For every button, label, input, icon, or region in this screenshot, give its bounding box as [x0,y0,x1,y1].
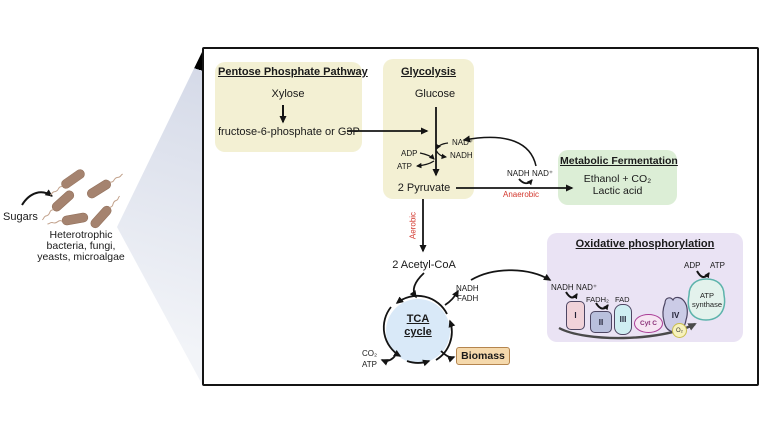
bacteria-illustration [41,169,123,229]
tca-arc-top [395,294,448,315]
ppp-substrate: Xylose [271,88,305,100]
anaerobic-label: Anaerobic [503,190,540,199]
fermentation-product2: Lactic acid [592,185,643,197]
acetyl-coa-label: 2 Acetyl-CoA [392,259,456,271]
oxphos-title: Oxidative phosphorylation [575,238,715,250]
arrow-acetylcoa-to-tca [409,272,425,299]
arrow-tca-to-oxphos [470,269,552,281]
tca-co2-label: CO₂ [362,349,378,358]
tca-arc-left [382,306,402,357]
tca-cycle-label: TCA cycle [404,313,432,338]
tca-arc-right [435,319,456,361]
oxygen-molecule: O₂ [672,323,687,338]
arrow-nad-regeneration [462,135,537,167]
arrow-adp-in [419,152,435,160]
glycolysis-nadh-label: NADH [450,151,473,160]
arrow-tca-to-biomass [440,350,456,363]
fermentation-nad-label: NAD⁺ [532,169,554,178]
arrow-nad-in [435,142,449,150]
complex1: I [566,301,585,330]
complex2: II [590,311,612,333]
fermentation-product1: Ethanol + CO₂ [583,173,652,185]
arrow-tca-to-nadh-fadh [444,289,459,306]
arrow-complex2-fadh2-to-fad [595,302,609,311]
arrow-adp-to-atp [696,270,710,279]
oxphos-atp-label: ATP [710,261,725,270]
tca-atp-label: ATP [362,360,377,369]
complex3: III [614,304,632,335]
glycolysis-title: Glycolysis [400,66,457,78]
sugars-arrow [21,189,53,206]
oxphos-nad-label: NAD⁺ [576,283,598,292]
organisms-caption-line3: yeasts, microalgae [37,251,125,263]
glycolysis-nad-label: NAD⁺ [452,138,474,147]
fermentation-nadh-label: NADH [507,169,530,178]
tca-arc-bottom [406,359,431,367]
arrow-atp-out [416,160,435,169]
organisms-caption-line2: bacteria, fungi, [46,240,116,252]
ppp-title: Pentose Phosphate Pathway [218,66,368,78]
arrow-nadh-out [435,150,447,160]
atp-synthase-label: ATP synthase [691,291,723,309]
pentose-phosphate-pathway-box [215,62,362,152]
glycolysis-atp-label: ATP [397,162,412,171]
biomass-box: Biomass [456,347,510,365]
oxphos-fadh2-label: FADH₂ [586,295,609,304]
sugars-label: Sugars [3,211,38,223]
oxphos-fad-label: FAD [615,295,630,304]
glycolysis-box [383,59,474,199]
zoom-funnel [117,50,203,386]
glycolysis-adp-label: ADP [401,149,418,158]
metabolic-fermentation-box [558,150,677,205]
ppp-product: fructose-6-phosphate or G3P [218,126,360,138]
glycolysis-product: 2 Pyruvate [397,182,451,194]
arrow-fermentation-nadh-to-nad [518,178,533,186]
oxphos-nadh-label: NADH [551,283,574,292]
glycolysis-substrate: Glucose [414,88,456,100]
oxphos-adp-label: ADP [684,261,701,270]
tca-fadh-label: FADH [457,294,479,303]
arrow-complex1-nadh-to-nad [565,291,578,300]
arrow-tca-to-co2-atp [380,355,396,366]
tca-nadh-label: NADH [456,284,479,293]
complex4-label: IV [671,310,680,320]
organisms-caption-line1: Heterotrophic [49,229,113,241]
fermentation-title: Metabolic Fermentation [560,155,678,167]
cytochrome-c: Cyt C [634,314,663,333]
aerobic-label: Aerobic [408,211,418,240]
atp-synthase-shape [687,278,726,321]
